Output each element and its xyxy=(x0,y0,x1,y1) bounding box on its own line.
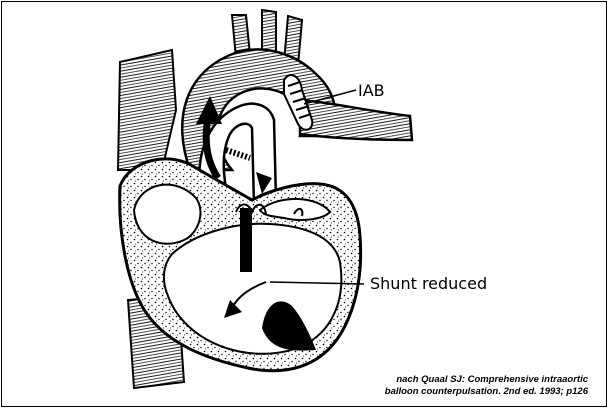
citation-line-1: nach Quaal SJ: Comprehensive intraaortic xyxy=(396,374,588,386)
iab-label: IAB xyxy=(358,81,385,100)
shunt-label: Shunt reduced xyxy=(370,274,487,293)
citation-line-2: balloon counterpulsation. 2nd ed. 1993; … xyxy=(385,386,588,398)
